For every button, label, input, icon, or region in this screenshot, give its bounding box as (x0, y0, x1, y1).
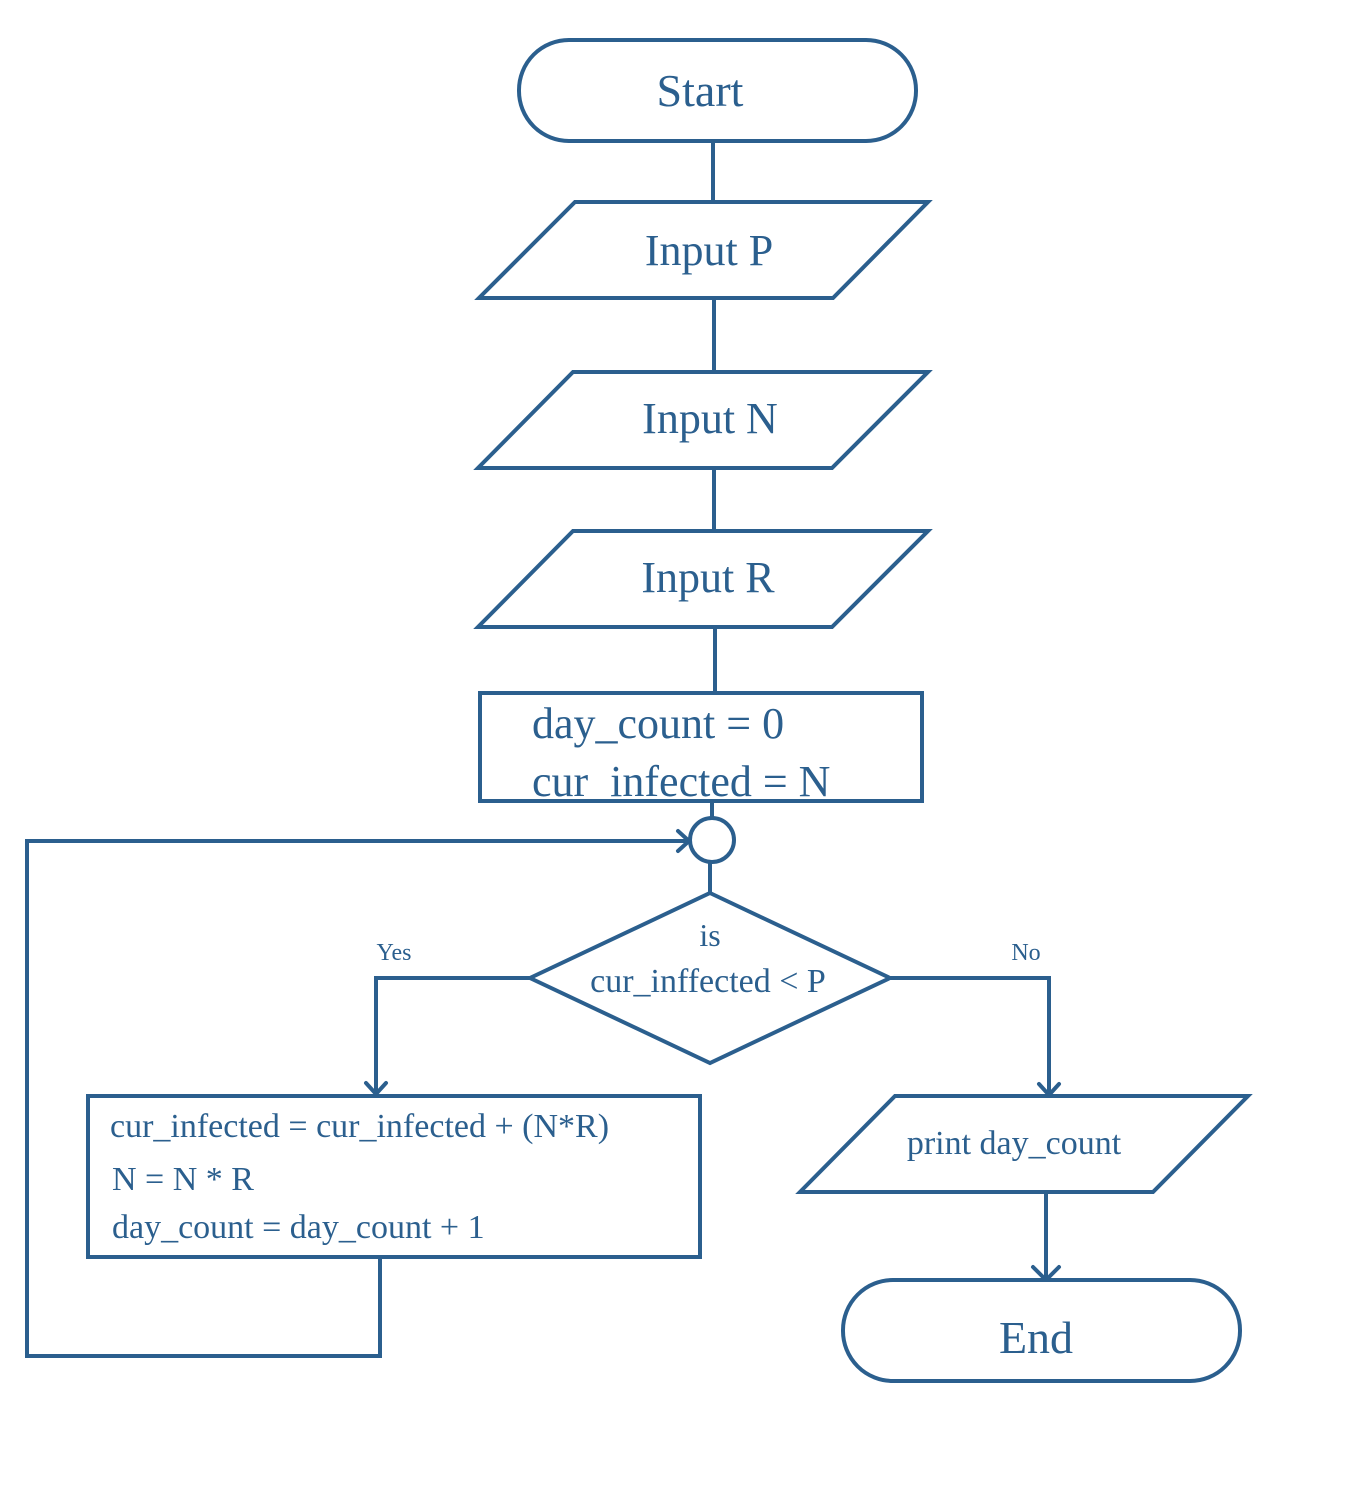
start-terminal (517, 38, 918, 143)
init-line-cur-infected: cur_infected = N (532, 757, 830, 806)
print-label: print day_count (907, 1125, 1122, 1162)
start-label: Start (657, 65, 744, 116)
input-p-parallelogram (474, 200, 933, 300)
update-line-cur-infected: cur_infected = cur_infected + (N*R) (110, 1108, 609, 1145)
input-r-label: Input R (641, 553, 775, 602)
init-process-box (478, 691, 924, 803)
input-n-parallelogram (473, 370, 933, 470)
update-process-box (86, 1094, 702, 1259)
connector-no-branch (890, 976, 1051, 1095)
decision-diamond (525, 890, 895, 1066)
update-line-day-count: day_count = day_count + 1 (112, 1209, 485, 1246)
print-parallelogram (795, 1094, 1253, 1194)
input-p-label: Input P (645, 226, 773, 275)
update-line-n: N = N * R (112, 1161, 254, 1198)
connector-yes-branch (374, 976, 530, 1094)
decision-line-condition: cur_inffected < P (590, 963, 826, 1000)
init-line-day-count: day_count = 0 (532, 699, 784, 748)
no-branch-label: No (1011, 940, 1040, 966)
loop-junction (688, 816, 736, 864)
input-n-label: Input N (642, 394, 778, 443)
end-label: End (999, 1312, 1073, 1363)
yes-branch-label: Yes (377, 940, 412, 966)
input-r-parallelogram (473, 529, 933, 629)
decision-line-is: is (699, 917, 720, 953)
end-terminal (841, 1278, 1242, 1383)
connector-loop-back (25, 839, 689, 1358)
